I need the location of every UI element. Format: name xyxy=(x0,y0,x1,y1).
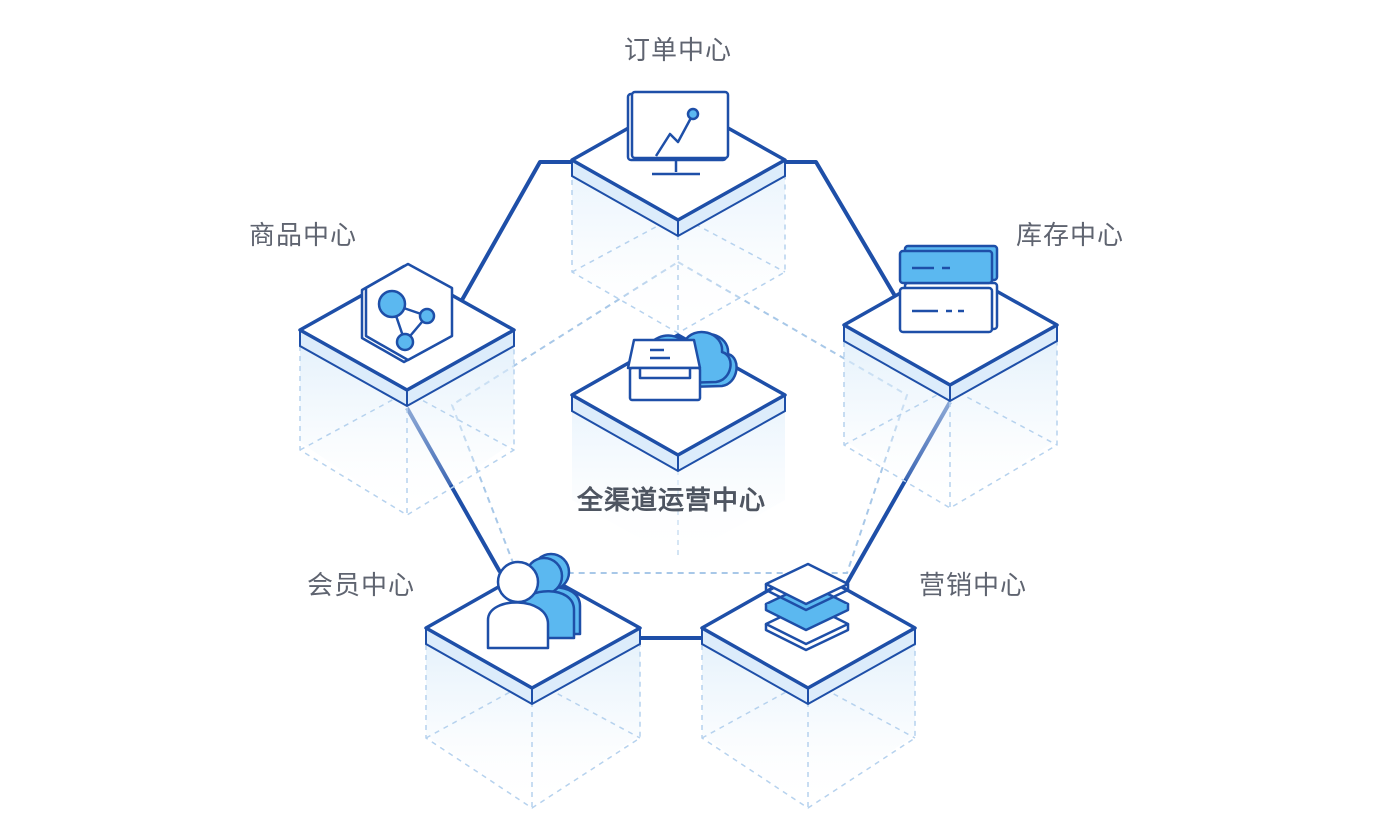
hexagon-network-icon xyxy=(360,262,454,364)
monitor-chart-icon xyxy=(626,90,730,176)
node-marketing-label: 营销中心 xyxy=(919,571,1028,601)
node-order-label: 订单中心 xyxy=(624,36,733,66)
layers-icon xyxy=(764,562,850,652)
node-member-label: 会员中心 xyxy=(307,571,416,601)
node-inventory[interactable] xyxy=(842,244,1059,509)
server-stack-icon xyxy=(898,244,999,334)
node-order[interactable] xyxy=(570,90,787,334)
cloud-inbox-icon xyxy=(626,330,738,402)
node-member[interactable] xyxy=(424,552,642,809)
node-inventory-label: 库存中心 xyxy=(1016,221,1125,251)
center-node[interactable] xyxy=(570,330,787,560)
center-label: 全渠道运营中心 xyxy=(577,486,767,516)
node-goods[interactable] xyxy=(298,262,516,516)
users-icon xyxy=(486,552,582,650)
node-marketing[interactable] xyxy=(700,562,917,809)
node-goods-label: 商品中心 xyxy=(249,221,358,251)
